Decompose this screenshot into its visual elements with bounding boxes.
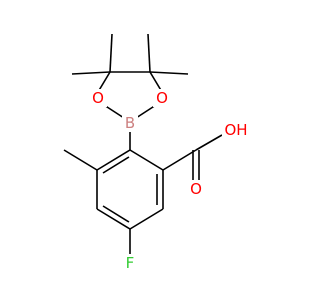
- bond-methyl-3: [147, 33, 151, 73]
- bond-methyl-4: [149, 71, 189, 75]
- fluorine-atom: F: [122, 254, 138, 272]
- bond-oxygen-left-carbon: [97, 71, 111, 93]
- bond-methyl-1: [71, 71, 111, 75]
- bond-methyl-2: [109, 33, 113, 73]
- bonds: [63, 33, 223, 255]
- bond-methyl-ring: [63, 149, 98, 171]
- bond-ring-carboxyl: [162, 149, 197, 171]
- hydroxyl-atom: OH: [222, 121, 250, 139]
- carbonyl-oxygen-atom: O: [187, 180, 205, 198]
- bond-boron-oxygen-right: [135, 104, 157, 119]
- bond-ring-c6-c1-inner: [102, 156, 130, 174]
- hydroxyl-label: OH: [224, 121, 247, 139]
- bond-boron-oxygen-left: [103, 104, 125, 119]
- bond-ring-c4-c5-inner: [102, 205, 130, 223]
- ring-oxygen-left-label: O: [92, 89, 104, 107]
- bond-ring-c3-c4: [129, 208, 164, 230]
- bond-ring-c1-c2: [129, 149, 164, 171]
- bond-ring-c6-c1: [96, 149, 131, 171]
- ring-oxygen-left-atom: O: [89, 89, 107, 107]
- molecule-structure: B O O OH O F: [63, 33, 250, 272]
- bond-ring-c4-c5: [96, 208, 131, 230]
- ring-oxygen-right-atom: O: [153, 89, 171, 107]
- bond-oxygen-right-carbon: [149, 71, 163, 93]
- boron-label: B: [125, 114, 135, 132]
- bond-carboxyl-oh: [195, 134, 223, 151]
- carbonyl-oxygen-label: O: [190, 180, 202, 198]
- atom-labels: B O O OH O F: [89, 89, 250, 272]
- fluorine-label: F: [126, 254, 135, 272]
- ring-oxygen-right-label: O: [156, 89, 168, 107]
- boron-atom: B: [122, 114, 138, 132]
